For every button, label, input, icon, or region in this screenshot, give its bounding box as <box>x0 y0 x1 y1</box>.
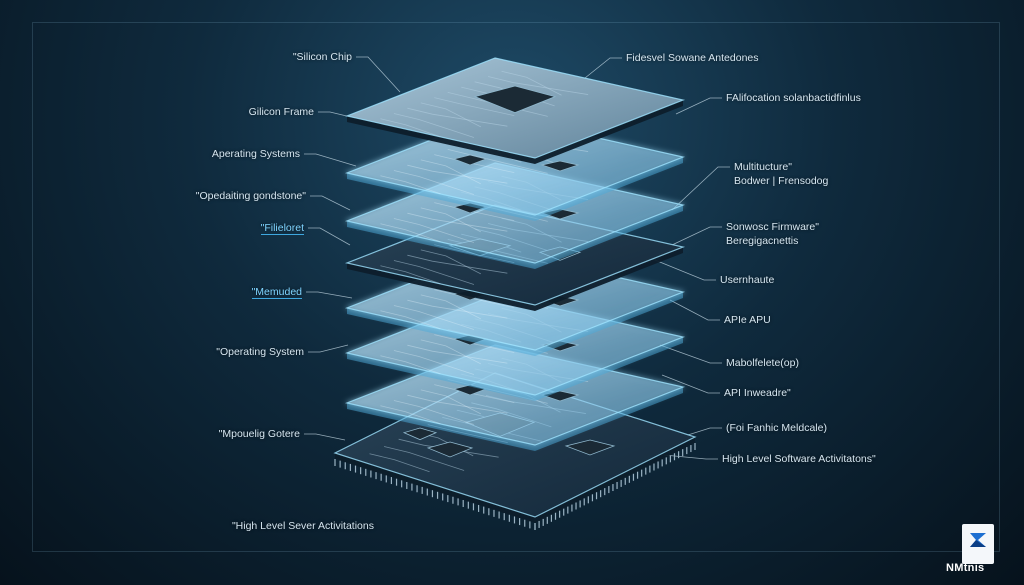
label-apie-apu: APIe APU <box>724 313 771 327</box>
label-sonwosc-firmware: Sonwosc Firmware" Beregigacnettis <box>726 220 819 248</box>
connector-silicon-chip <box>356 57 400 92</box>
label-multitucture: Multitucture" Bodwer | Frensodog <box>734 160 828 188</box>
connector-multitucture <box>672 167 730 210</box>
label-silicon-chip: "Silicon Chip <box>293 51 352 63</box>
label-mabolfelete: Mabolfelete(op) <box>726 356 799 370</box>
label-operating-gondstone: "Opedaiting gondstone" <box>196 190 306 202</box>
label-fidesvel-software: Fidesvel Sowane Antedones <box>626 51 759 65</box>
label-filieloret: "Filieloret <box>261 222 304 235</box>
connector-sonwosc-firmware <box>672 227 722 245</box>
brand-icon <box>968 530 988 550</box>
brand-text: NMtnis <box>946 562 984 574</box>
label-operating-system: "Operating System <box>216 346 304 358</box>
connector-filieloret <box>308 228 350 245</box>
connector-apie-apu <box>670 300 720 320</box>
layers <box>335 58 695 530</box>
connector-high-level-software <box>664 455 718 459</box>
label-mpouelig-gotere: "Mpouelig Gotere <box>219 428 300 440</box>
label-high-level-sever: "High Level Sever Activitations <box>232 520 374 532</box>
brand-logo <box>962 524 994 564</box>
connector-memuded <box>306 292 352 298</box>
label-falifocation: FAlifocation solanbactidfinlus <box>726 91 861 105</box>
label-api-inweadre: API Inweadre" <box>724 386 791 400</box>
label-silicon-frame: Gilicon Frame <box>249 106 314 118</box>
label-usernhaute: Usernhaute <box>720 273 774 287</box>
label-foi-fanhic: (Foi Fanhic Meldcale) <box>726 421 827 435</box>
connector-operating-system <box>308 345 348 352</box>
label-high-level-software: High Level Software Activitatons" <box>722 452 876 466</box>
connector-operating-gondstone <box>310 196 350 210</box>
label-memuded: "Memuded <box>252 286 302 299</box>
connector-mpouelig-gotere <box>304 434 345 440</box>
connector-operating-systems <box>304 154 356 166</box>
label-operating-systems: Aperating Systems <box>212 148 300 160</box>
